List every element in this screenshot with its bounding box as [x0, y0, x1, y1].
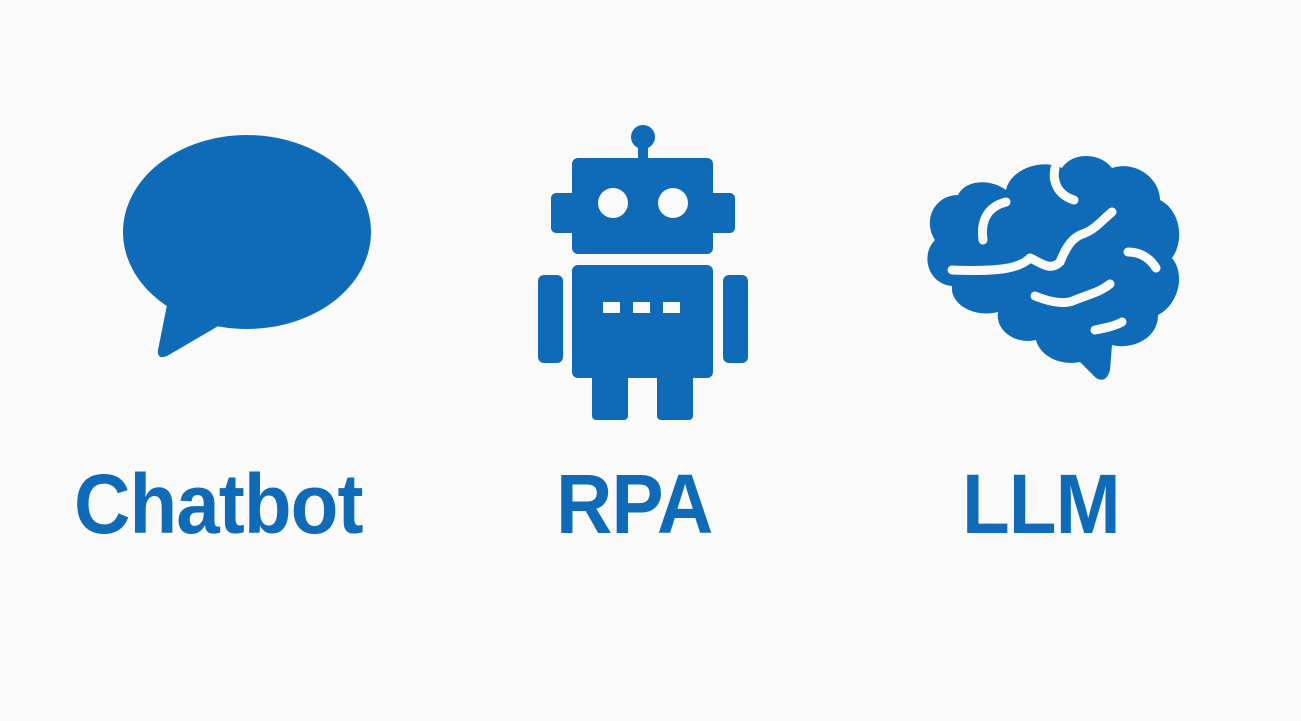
llm-label: LLM [962, 457, 1121, 551]
brain-icon [927, 156, 1180, 380]
robot-icon [538, 125, 748, 420]
rpa-label: RPA [556, 457, 713, 551]
speech-bubble-icon [123, 135, 371, 358]
chatbot-label: Chatbot [74, 457, 363, 551]
